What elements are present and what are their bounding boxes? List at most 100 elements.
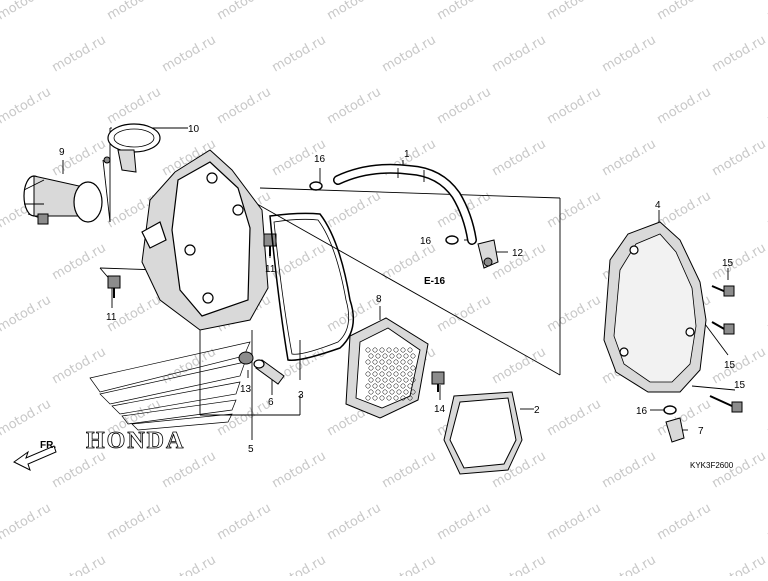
watermark-text: motod.ru	[435, 293, 494, 336]
watermark-text: motod.ru	[105, 501, 164, 544]
watermark-text: motod.ru	[765, 189, 768, 232]
watermark-text: motod.ru	[545, 85, 604, 128]
watermark-text: motod.ru	[600, 137, 659, 180]
watermark-text: motod.ru	[545, 189, 604, 232]
watermark-text: motod.ru	[270, 449, 329, 492]
watermark-text: motod.ru	[160, 33, 219, 76]
watermark-text: motod.ru	[490, 33, 549, 76]
watermark-text: motod.ru	[50, 137, 109, 180]
watermark-text: motod.ru	[710, 137, 768, 180]
watermark-text: motod.ru	[50, 449, 109, 492]
part-13-grommet	[239, 352, 253, 364]
watermark-text: motod.ru	[655, 501, 714, 544]
callout-7: 7	[698, 426, 704, 437]
callout-16-middle: 16	[420, 236, 432, 247]
part-10-clamp-band	[104, 124, 160, 172]
watermark-text: motod.ru	[270, 33, 329, 76]
callout-9: 9	[59, 147, 65, 158]
watermark-text: motod.ru	[600, 33, 659, 76]
watermark-text: motod.ru	[105, 0, 164, 23]
watermark-text: motod.ru	[380, 33, 439, 76]
part-16-clip-lower	[664, 406, 676, 414]
watermark-text: motod.ru	[765, 85, 768, 128]
watermark-text: motod.ru	[545, 501, 604, 544]
watermark-text: motod.ru	[270, 553, 329, 576]
callout-3: 3	[298, 390, 304, 401]
part-15-bolt-top	[712, 286, 734, 296]
part-11-bolt-lower	[108, 276, 120, 298]
part-14-bolt	[432, 372, 444, 392]
front-direction-arrow: FR.	[14, 440, 56, 470]
part-8-filter-element	[346, 318, 428, 418]
watermark-text: motod.ru	[50, 345, 109, 388]
watermark-text: motod.ru	[765, 293, 768, 336]
callout-15-middle: 15	[724, 360, 736, 371]
watermark-text: motod.ru	[710, 241, 768, 284]
watermark-text: motod.ru	[600, 553, 659, 576]
watermark-text: motod.ru	[765, 501, 768, 544]
watermark-text: motod.ru	[0, 85, 54, 128]
part-4-air-cleaner-cover	[604, 222, 706, 392]
part-3-gasket	[270, 213, 353, 360]
watermark-text: motod.ru	[545, 397, 604, 440]
callout-8: 8	[376, 294, 382, 305]
watermark-text: motod.ru	[215, 0, 274, 23]
watermark-text: motod.ru	[380, 553, 439, 576]
callout-6: 6	[268, 397, 274, 408]
callout-11-lower: 11	[106, 312, 117, 323]
watermark-text: motod.ru	[765, 0, 768, 23]
callout-13: 13	[240, 384, 252, 395]
callout-12: 12	[512, 248, 524, 259]
watermark-text: motod.ru	[105, 85, 164, 128]
watermark-text: motod.ru	[655, 397, 714, 440]
watermark-text: motod.ru	[710, 449, 768, 492]
callout-15-top: 15	[722, 258, 734, 269]
callout-10: 10	[188, 124, 200, 135]
callout-15-bottom: 15	[734, 380, 746, 391]
watermark-text: motod.ru	[215, 501, 274, 544]
callout-4: 4	[655, 200, 661, 211]
watermark-text: motod.ru	[50, 553, 109, 576]
watermark-text: motod.ru	[545, 293, 604, 336]
part-16-clip-middle	[446, 236, 458, 244]
watermark-text: motod.ru	[160, 553, 219, 576]
part-16-clip-upper	[310, 182, 322, 190]
watermark-text: motod.ru	[0, 293, 54, 336]
part-2-foam-element	[444, 392, 522, 474]
watermark-text: motod.ru	[50, 33, 109, 76]
honda-logo-text: HONDA	[86, 428, 185, 454]
watermark-text: motod.ru	[435, 501, 494, 544]
watermark-text: motod.ru	[0, 0, 54, 23]
watermark-text: motod.ru	[435, 0, 494, 23]
callout-16-upper: 16	[314, 154, 326, 165]
watermark-text: motod.ru	[160, 449, 219, 492]
watermark-text: motod.ru	[215, 85, 274, 128]
diagram-code: KYK3F2600	[690, 461, 734, 470]
part-9-intake-duct	[24, 176, 102, 224]
watermark-text: motod.ru	[325, 85, 384, 128]
callout-5: 5	[248, 444, 254, 455]
watermark-text: motod.ru	[435, 85, 494, 128]
watermark-text: motod.ru	[655, 0, 714, 23]
watermark-text: motod.ru	[545, 0, 604, 23]
part-12-tube-clamp	[478, 240, 498, 268]
watermark-text: motod.ru	[655, 85, 714, 128]
watermark-text: motod.ru	[490, 553, 549, 576]
callout-16-lower: 16	[636, 406, 648, 417]
reference-e16-label: E-16	[424, 276, 446, 287]
callout-14: 14	[434, 404, 446, 415]
watermark-text: motod.ru	[765, 397, 768, 440]
watermark-text: motod.ru	[490, 137, 549, 180]
front-direction-label: FR.	[40, 440, 56, 451]
watermark-text: motod.ru	[710, 33, 768, 76]
watermark-text: motod.ru	[490, 345, 549, 388]
watermark-text: motod.ru	[215, 397, 274, 440]
callout-1: 1	[404, 149, 410, 160]
watermark-text: motod.ru	[710, 553, 768, 576]
part-15-bolt-bottom	[710, 396, 742, 412]
watermark-text: motod.ru	[50, 241, 109, 284]
watermark-text: motod.ru	[325, 501, 384, 544]
part-15-bolt-middle	[712, 322, 734, 334]
callout-2: 2	[534, 405, 540, 416]
